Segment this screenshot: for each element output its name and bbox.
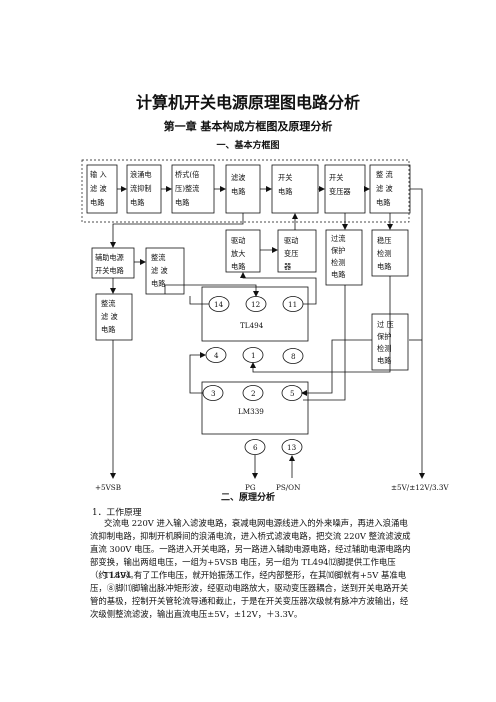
diagram-label: 电路 bbox=[377, 356, 391, 365]
diagram-label: 开关电路 bbox=[95, 266, 124, 275]
diagram-label: 电路 bbox=[175, 198, 189, 207]
aux-power-label: 辅助电源 bbox=[95, 253, 124, 262]
pin-label: 1 bbox=[251, 351, 256, 360]
pin-label: 6 bbox=[253, 443, 258, 452]
diagram-label: 放大 bbox=[231, 249, 245, 258]
pin-label: 11 bbox=[288, 300, 297, 309]
pin-label: 4 bbox=[214, 351, 219, 360]
pin-label: 3 bbox=[211, 389, 216, 398]
diagram-label: 电路 bbox=[278, 187, 292, 196]
bridge-rectifier-label: 桥式(倍 bbox=[175, 170, 199, 179]
pin-label: 13 bbox=[287, 443, 297, 452]
pson-output-label: PS/ON bbox=[276, 483, 300, 492]
voltage-output-label: ±5V/±12V/3.3V bbox=[391, 483, 449, 492]
diagram-label: 电路 bbox=[130, 198, 144, 207]
diagram-label: 检测 bbox=[331, 258, 345, 267]
diagram-label: 变压 bbox=[284, 249, 298, 258]
section-heading-analysis: 二、原理分析 bbox=[220, 493, 275, 503]
diagram-label: 电路 bbox=[151, 279, 165, 288]
diagram-label: 电路 bbox=[231, 262, 245, 271]
paragraph: 交流电 220V 进入输入滤波电路，衰减电网电源线进入的外来噪声，再进入浪涌电流… bbox=[90, 518, 411, 580]
pin-label: 8 bbox=[291, 352, 296, 361]
diagram-label: 压)整流 bbox=[175, 184, 199, 193]
chapter-heading: 第一章 基本构成方框图及原理分析 bbox=[163, 120, 333, 133]
standby-rectifier-label: 整流 bbox=[101, 299, 115, 308]
diagram-label: 滤 波 bbox=[101, 312, 118, 321]
output-rectifier-label: 整 流 bbox=[376, 170, 393, 179]
diagram-label: 检测 bbox=[377, 344, 391, 353]
diagram-label: 电路 bbox=[376, 198, 390, 207]
diagram-label: 滤 波 bbox=[90, 184, 107, 193]
section-heading-block-diagram: 一、基本方框图 bbox=[216, 141, 280, 151]
diagram-label: 电路 bbox=[231, 187, 245, 196]
overcurrent-label: 过流 bbox=[331, 234, 345, 243]
vsb-output-label: +5VSB bbox=[95, 483, 121, 492]
pin-label: 2 bbox=[251, 389, 256, 398]
drive-transformer-label: 驱动 bbox=[284, 236, 298, 245]
paragraph: TL494 有了工作电压，就开始振荡工作，经内部整形，在其⑽脚就有+5V 基准电… bbox=[90, 570, 409, 619]
diagram-label: 器 bbox=[284, 262, 291, 271]
surge-limit-label: 浪涌电 bbox=[130, 170, 152, 179]
diagram-label: 电路 bbox=[331, 270, 345, 279]
subsection-heading: 1．工作原理 bbox=[92, 508, 142, 518]
diagram-label: 变压器 bbox=[329, 187, 351, 196]
filter-label: 滤波 bbox=[231, 173, 245, 182]
pin-label: 14 bbox=[214, 300, 224, 309]
tl494-label: TL494 bbox=[240, 321, 264, 330]
overvoltage-label: 过 压 bbox=[377, 320, 394, 329]
page-title: 计算机开关电源原理图电路分析 bbox=[135, 93, 360, 112]
transformer-label: 开关 bbox=[329, 173, 343, 182]
pin-label: 5 bbox=[290, 389, 295, 398]
input-filter-label: 输 入 bbox=[90, 170, 107, 179]
drive-amp-label: 驱动 bbox=[231, 236, 245, 245]
switch-label: 开关 bbox=[278, 173, 292, 182]
diagram-label: 检测 bbox=[377, 249, 391, 258]
diagram-label: 滤 波 bbox=[151, 266, 168, 275]
output-labels: +5VSB PG PS/ON ±5V/±12V/3.3V bbox=[95, 483, 449, 492]
diagram-label: 电路 bbox=[101, 325, 115, 334]
diagram-label: 流抑制 bbox=[130, 184, 152, 193]
pin-label: 12 bbox=[251, 300, 260, 309]
block-labels: 输 入 滤 波 电路 浪涌电 流抑制 电路 桥式(倍 压)整流 电路 滤波 电路… bbox=[90, 170, 394, 365]
ic-labels: TL494 14 12 11 4 1 8 LM339 3 2 5 6 13 bbox=[211, 300, 297, 452]
regulator-label: 稳压 bbox=[377, 236, 391, 245]
diagram-label: 保护 bbox=[331, 246, 345, 255]
aux-rectifier-label: 整流 bbox=[151, 253, 165, 262]
diagram-label: 保护 bbox=[377, 332, 391, 341]
diagram-label: 电路 bbox=[377, 262, 391, 271]
diagram-label: 滤 波 bbox=[376, 184, 393, 193]
pg-output-label: PG bbox=[245, 483, 256, 492]
diagram-label: 电路 bbox=[90, 198, 104, 207]
lm339-label: LM339 bbox=[238, 407, 264, 416]
